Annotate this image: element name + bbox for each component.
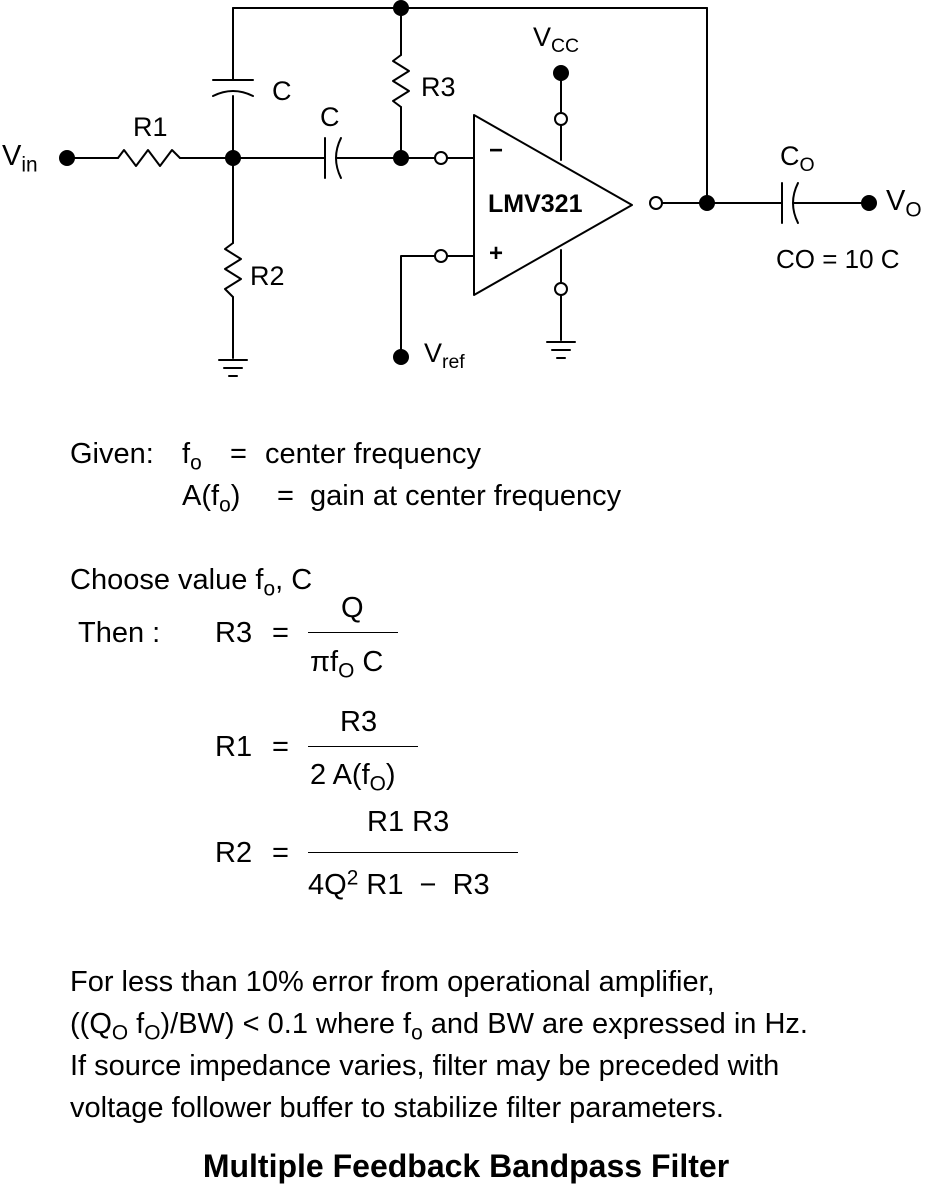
pin-vcc	[554, 112, 568, 126]
pin-minus	[434, 151, 448, 165]
given-fo-desc: center frequency	[265, 438, 482, 470]
terminal-vin	[59, 150, 75, 166]
label-r1: R1	[133, 112, 168, 142]
resistor-r3	[392, 54, 410, 108]
given-afo-eq: =	[277, 480, 294, 512]
junction-top	[393, 0, 409, 16]
label-vout: VO	[886, 185, 922, 222]
label-c-mid: C	[320, 102, 340, 132]
eq-r3-num: Q	[341, 592, 364, 624]
note-line-3: If source impedance varies, filter may b…	[70, 1050, 780, 1082]
terminal-vcc	[553, 65, 569, 81]
eq-r2-eq: =	[272, 837, 289, 869]
given-afo: A(fo)	[182, 480, 241, 517]
label-r2: R2	[250, 261, 285, 291]
eq-r2-den: 4Q2 R1 − R3	[308, 866, 490, 901]
label-co: CO	[780, 141, 815, 176]
label-vref: Vref	[424, 338, 465, 373]
pin-gnd	[554, 282, 568, 296]
eq-r3-lhs: R3	[215, 617, 253, 649]
given-fo: fo	[182, 438, 202, 475]
eq-r2-num: R1 R3	[367, 806, 450, 838]
label-co-note: CO = 10 C	[776, 244, 900, 274]
label-vcc: VCC	[533, 22, 580, 57]
figure-title: Multiple Feedback Bandpass Filter	[202, 1148, 730, 1184]
eq-r2-fraction-line	[308, 852, 518, 853]
terminal-vout	[861, 195, 877, 211]
label-plus: +	[489, 240, 504, 267]
terminal-vref	[393, 349, 409, 365]
wire-vref	[400, 255, 437, 358]
eq-r1-den: 2 A(fO)	[310, 759, 396, 796]
note-line-1: For less than 10% error from operational…	[70, 966, 715, 998]
eq-r1-num: R3	[340, 706, 378, 738]
opamp-triangle	[473, 114, 633, 296]
pin-plus	[434, 249, 448, 263]
given-label: Given:	[70, 438, 154, 470]
capacitor-top-plate-curved	[212, 90, 254, 97]
eq-r3-fraction-line	[308, 632, 398, 633]
label-r3: R3	[421, 72, 456, 102]
note-line-4: voltage follower buffer to stabilize fil…	[70, 1092, 724, 1124]
then-label: Then :	[78, 617, 161, 649]
note-line-2: ((QO fO)/BW) < 0.1 where fo and BW are e…	[70, 1008, 808, 1045]
eq-r1-fraction-line	[308, 746, 418, 747]
label-minus: −	[489, 137, 504, 164]
pin-output	[649, 196, 663, 210]
junction-r3	[393, 150, 409, 166]
label-c-top: C	[272, 76, 292, 106]
eq-r1-eq: =	[272, 731, 289, 763]
eq-r3-den: πfO C	[310, 646, 384, 683]
eq-r2-lhs: R2	[215, 837, 253, 869]
resistor-r1	[117, 149, 181, 167]
label-opamp: LMV321	[488, 190, 583, 218]
given-afo-desc: gain at center frequency	[310, 480, 622, 512]
choose-line: Choose value fo, C	[70, 564, 313, 601]
given-fo-eq: =	[230, 438, 247, 470]
junction-node-a	[225, 150, 241, 166]
circuit-schematic	[59, 0, 877, 377]
junction-output	[699, 195, 715, 211]
resistor-r2	[224, 242, 242, 298]
eq-r3-eq: =	[272, 617, 289, 649]
eq-r1-lhs: R1	[215, 731, 253, 763]
label-vin: Vin	[2, 140, 38, 177]
